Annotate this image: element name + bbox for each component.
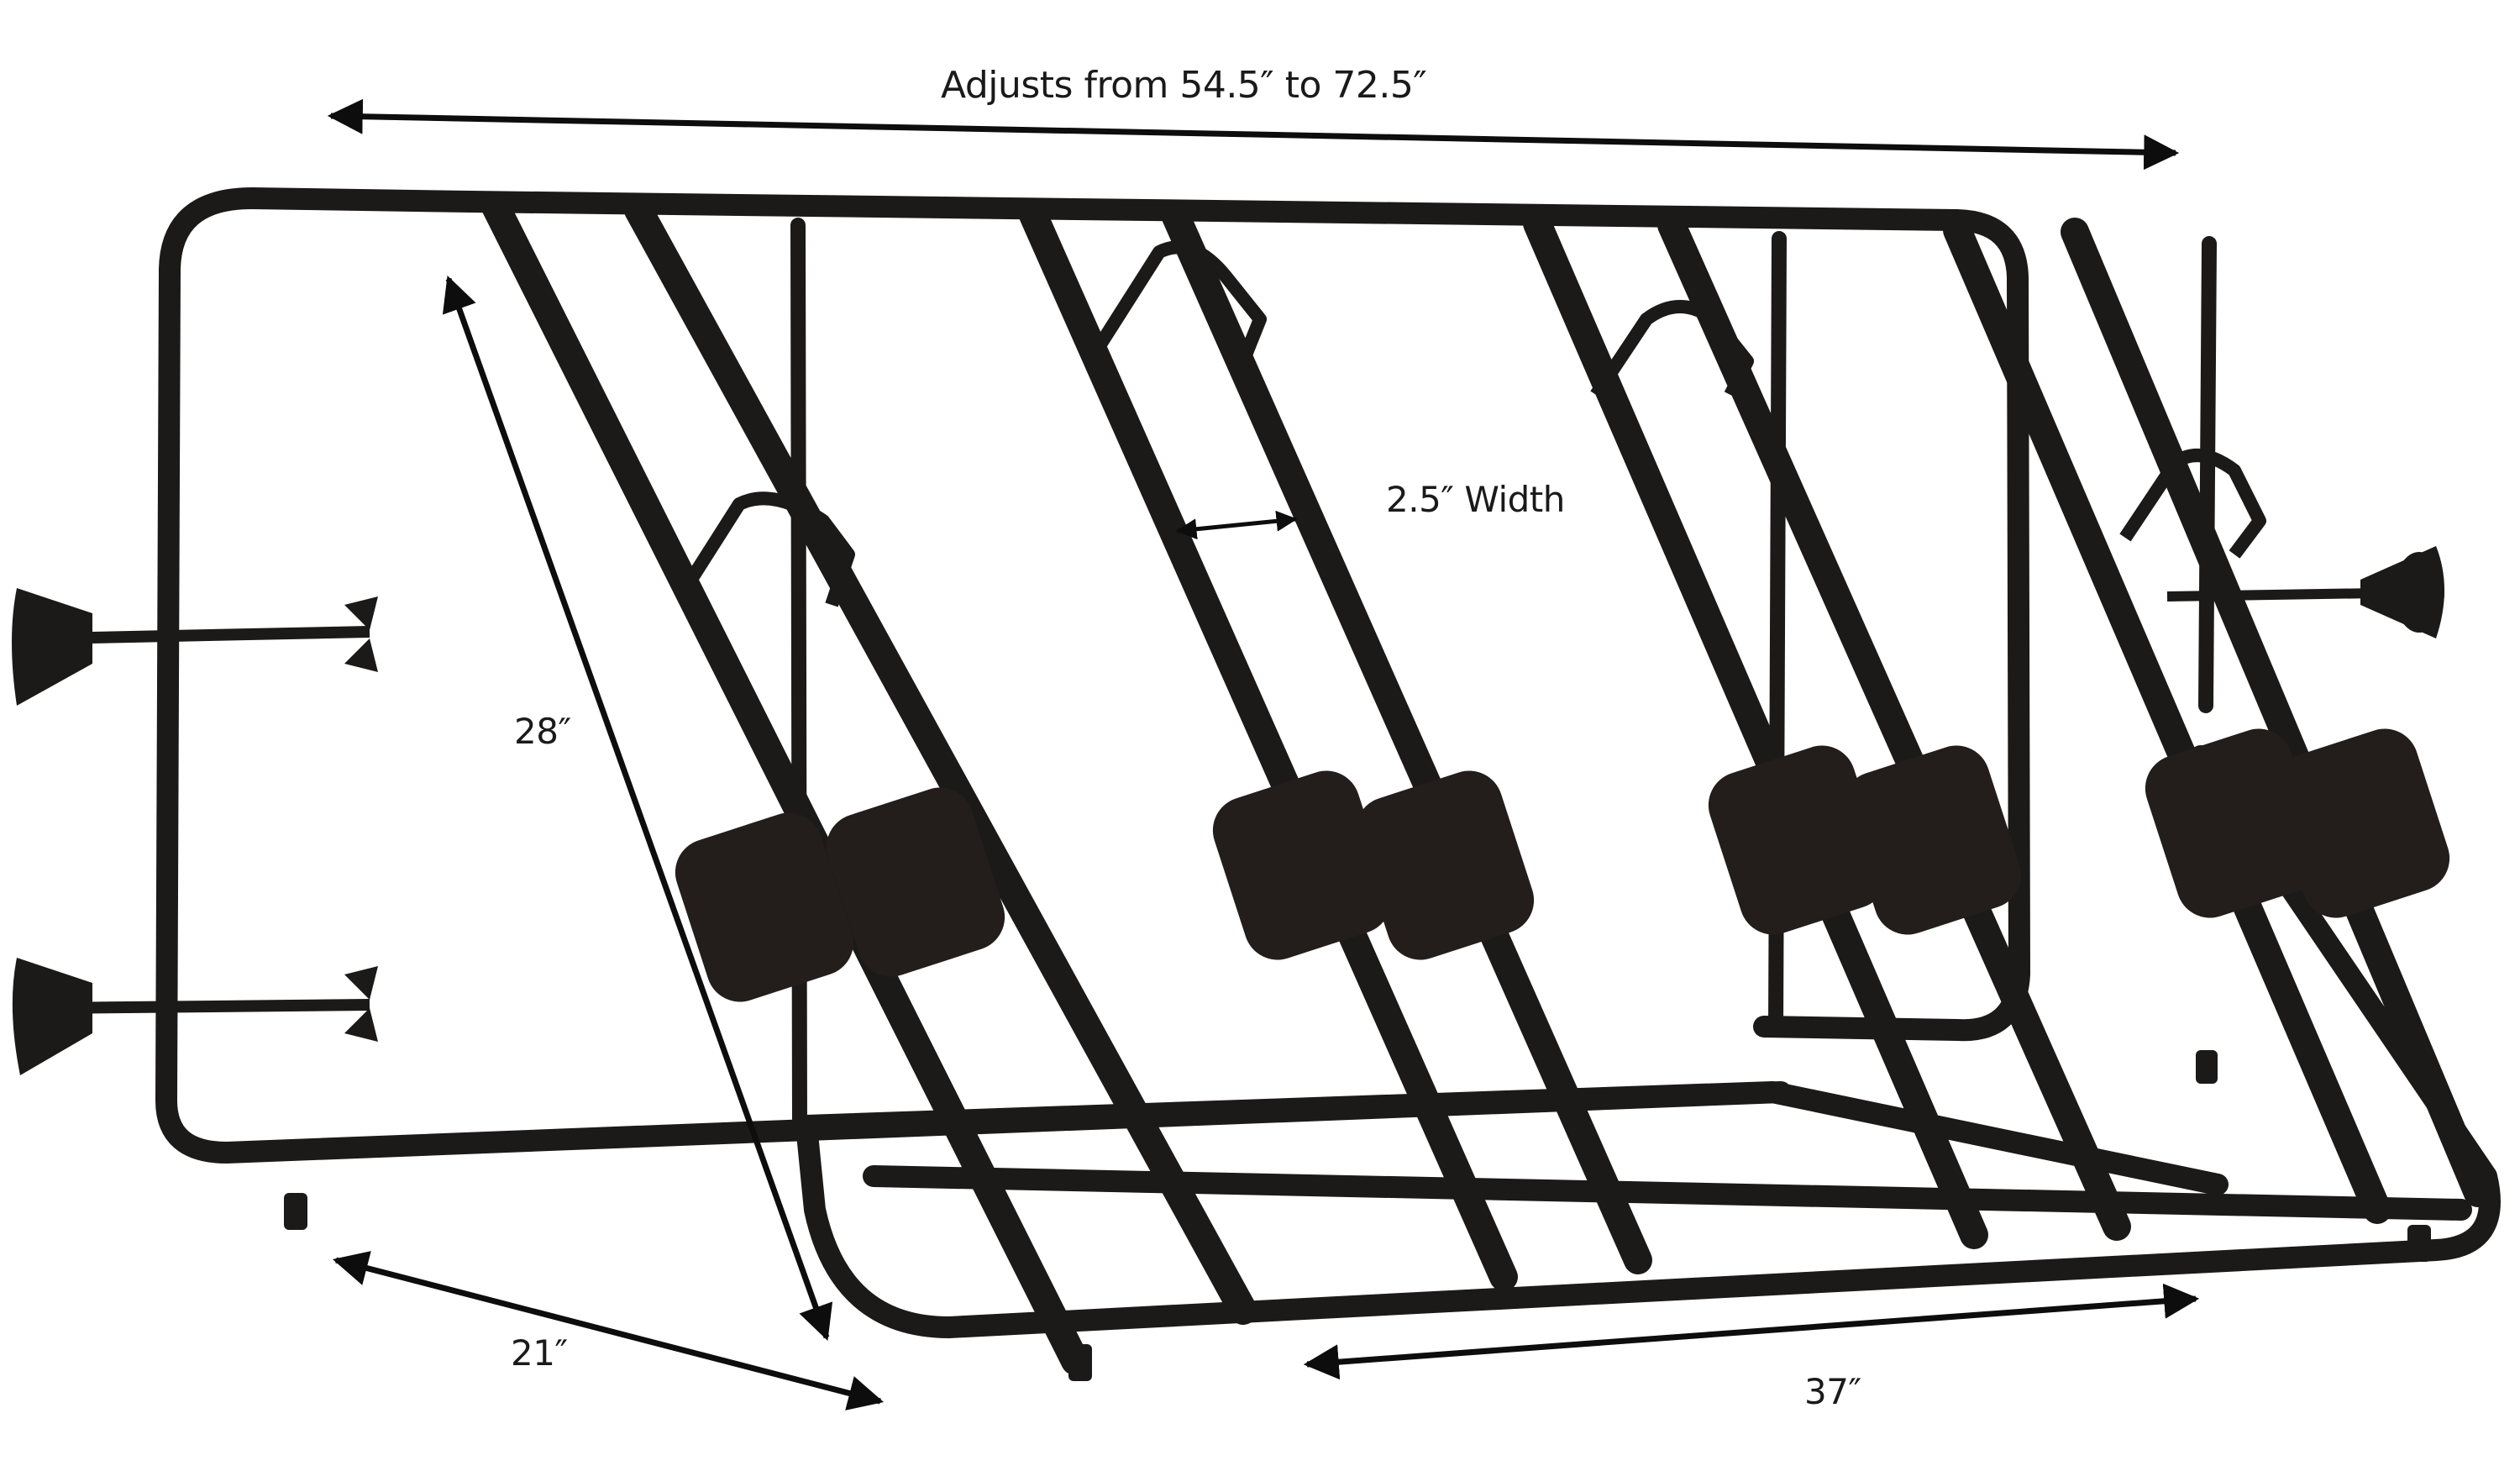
height-label: 28″ — [514, 711, 571, 752]
slot-width-arrow — [1175, 510, 1298, 540]
height-arrow — [442, 276, 833, 1341]
overall-width-label: Adjusts from 54.5″ to 72.5″ — [941, 64, 1427, 107]
dimension-arrows — [327, 98, 2200, 1411]
depth-arrow — [332, 1251, 885, 1411]
rack-feet — [284, 1050, 2431, 1381]
back-frame — [155, 187, 2030, 1164]
depth-label: 21″ — [511, 1332, 568, 1374]
base-length-label: 37″ — [1804, 1371, 1861, 1412]
overall-width-arrow — [327, 98, 2180, 171]
suction-cup-mounts — [12, 546, 2444, 1075]
base-length-arrow — [1303, 1283, 2200, 1380]
slot-width-label: 2.5″ Width — [1386, 479, 1565, 520]
